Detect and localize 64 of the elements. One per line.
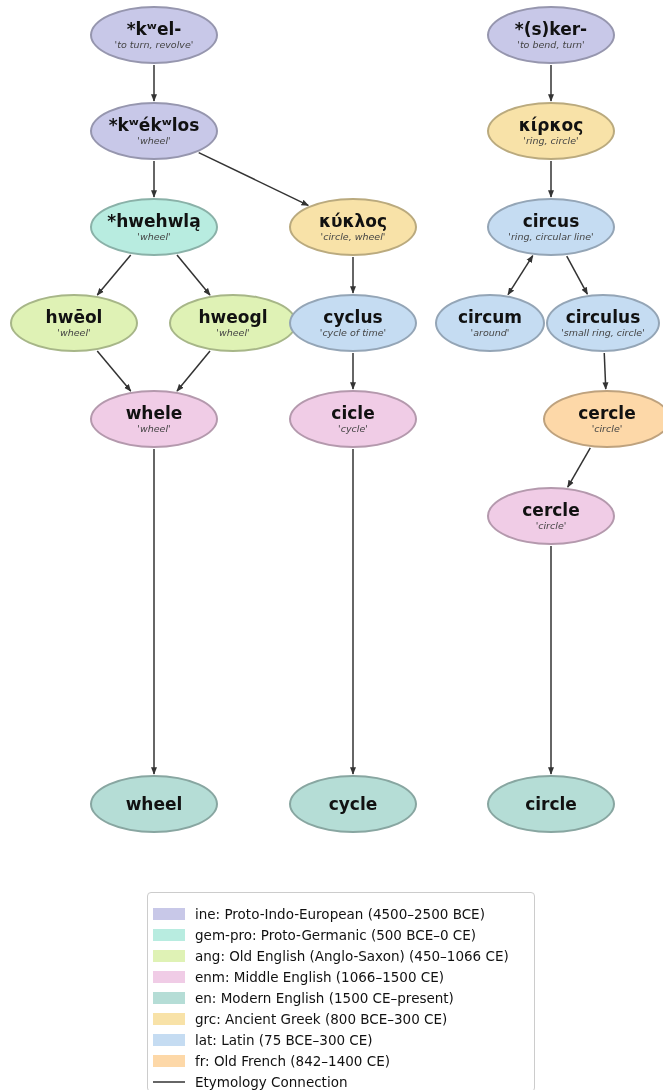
word-label: circulus bbox=[565, 307, 641, 327]
meaning-label: 'circle' bbox=[535, 520, 567, 532]
meaning-label: 'to bend, turn' bbox=[517, 39, 585, 51]
word-label: *kʷékʷlos bbox=[108, 115, 200, 135]
meaning-label: 'cycle of time' bbox=[319, 327, 387, 339]
word-label: κύκλος bbox=[318, 211, 388, 231]
arrow bbox=[566, 447, 592, 488]
word-label: cicle bbox=[331, 403, 375, 423]
arrow bbox=[176, 350, 211, 392]
word-label: circum bbox=[457, 307, 523, 327]
arrow bbox=[151, 448, 157, 775]
meaning-label: 'wheel' bbox=[137, 135, 171, 147]
meaning-label: 'around' bbox=[470, 327, 510, 339]
meaning-label: 'small ring, circle' bbox=[561, 327, 645, 339]
arrow bbox=[197, 151, 310, 207]
legend-label: gem-pro: Proto-Germanic (500 BCE–0 CE) bbox=[195, 925, 477, 945]
arrow bbox=[151, 64, 157, 102]
arrow bbox=[507, 254, 534, 296]
word-label: whele bbox=[125, 403, 183, 423]
meaning-label: 'wheel' bbox=[57, 327, 91, 339]
meaning-label: 'wheel' bbox=[137, 231, 171, 243]
arrow bbox=[96, 254, 132, 296]
arrow bbox=[602, 352, 609, 390]
word-label: cyclus bbox=[323, 307, 383, 327]
arrow bbox=[96, 350, 132, 392]
arrow bbox=[350, 448, 356, 775]
word-label: *hwehwlą bbox=[107, 211, 201, 231]
word-label: cercle bbox=[522, 500, 580, 520]
word-label: circle bbox=[525, 794, 577, 814]
meaning-label: 'ring, circular line' bbox=[508, 231, 594, 243]
meaning-label: 'circle, wheel' bbox=[320, 231, 386, 243]
word-label: κίρκος bbox=[518, 115, 584, 135]
meaning-label: 'circle' bbox=[591, 423, 623, 435]
legend-label: grc: Ancient Greek (800 BCE–300 CE) bbox=[195, 1009, 448, 1029]
arrow bbox=[350, 256, 356, 294]
legend-label: lat: Latin (75 BCE–300 CE) bbox=[195, 1030, 373, 1050]
legend-label: ine: Proto-Indo-European (4500–2500 BCE) bbox=[195, 904, 485, 924]
legend-label: fr: Old French (842–1400 CE) bbox=[195, 1051, 390, 1071]
arrow bbox=[548, 545, 554, 775]
legend-label: ang: Old English (Anglo-Saxon) (450–1066 CE) bbox=[195, 946, 509, 966]
meaning-label: 'wheel' bbox=[137, 423, 171, 435]
arrow bbox=[548, 64, 554, 102]
meaning-label: 'ring, circle' bbox=[523, 135, 579, 147]
arrow bbox=[548, 160, 554, 198]
arrow bbox=[350, 352, 356, 390]
arrow bbox=[566, 255, 589, 295]
word-label: hwēol bbox=[45, 307, 103, 327]
word-ellipse bbox=[289, 294, 417, 352]
word-label: *kʷel- bbox=[126, 19, 182, 39]
meaning-label: 'wheel' bbox=[216, 327, 250, 339]
word-label: circus bbox=[522, 211, 580, 231]
legend-label: enm: Middle English (1066–1500 CE) bbox=[195, 967, 445, 987]
word-ellipse bbox=[543, 390, 663, 448]
arrow bbox=[176, 254, 211, 296]
word-label: cercle bbox=[578, 403, 636, 423]
legend-label: en: Modern English (1500 CE–present) bbox=[195, 988, 454, 1008]
meaning-label: 'cycle' bbox=[338, 423, 368, 435]
meaning-label: 'to turn, revolve' bbox=[114, 39, 194, 51]
word-label: hweogl bbox=[198, 307, 268, 327]
word-label: cycle bbox=[328, 794, 378, 814]
arrow bbox=[151, 160, 157, 198]
word-label: wheel bbox=[125, 794, 183, 814]
word-label: *(s)ker- bbox=[514, 19, 588, 39]
legend-label: Etymology Connection bbox=[195, 1072, 348, 1090]
